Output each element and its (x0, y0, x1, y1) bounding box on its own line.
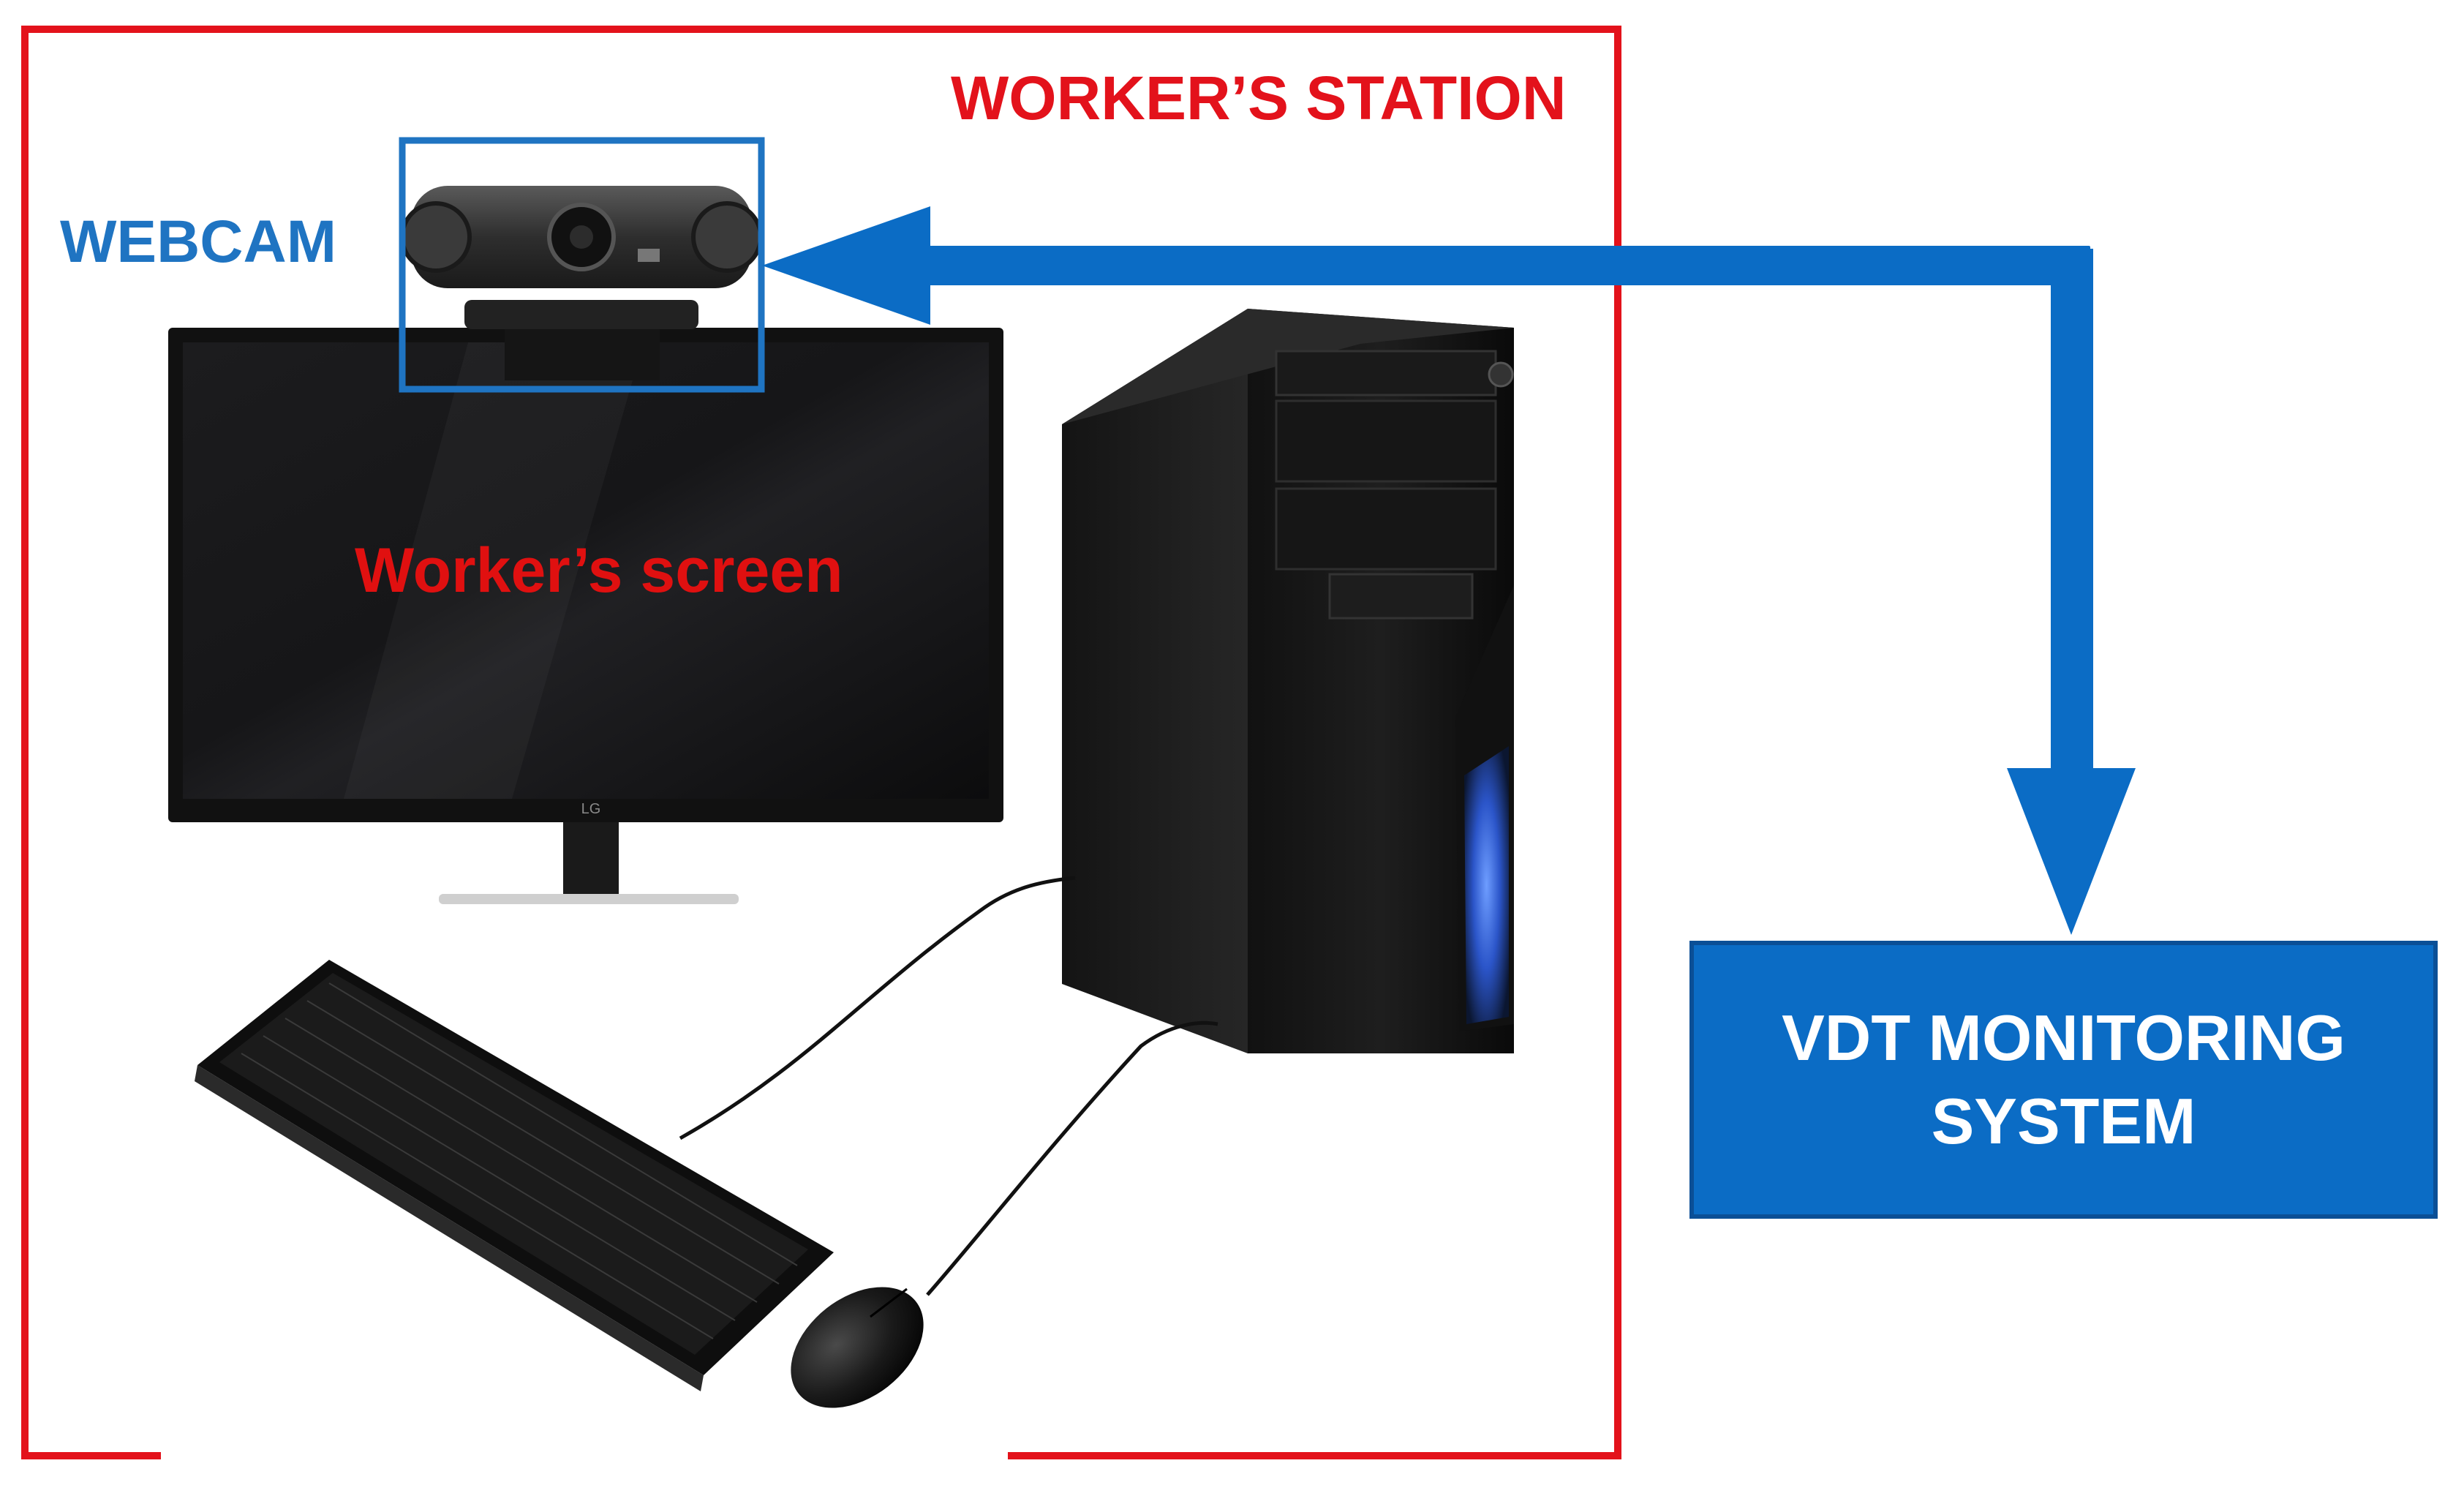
cables (679, 876, 1218, 1296)
mouse-icon (791, 1287, 924, 1408)
arrowhead-to-webcam (762, 206, 930, 325)
keyboard-icon (195, 960, 834, 1391)
svg-text:LG: LG (581, 801, 601, 817)
worker-station-label: WORKER’S STATION (951, 64, 1567, 132)
vdt-monitoring-system-label-line2: SYSTEM (1931, 1085, 2196, 1157)
webcam-highlight-box (399, 137, 765, 393)
monitor-icon: LG (168, 328, 1003, 904)
arrowhead-to-monitoring-system (2007, 768, 2136, 935)
connection-arrow (762, 206, 2136, 935)
vdt-monitoring-system-box: VDT MONITORING SYSTEM (1689, 941, 2438, 1219)
webcam-label: WEBCAM (60, 208, 337, 275)
worker-station-border (21, 26, 1621, 1459)
vdt-monitoring-system-label-line1: VDT MONITORING (1782, 1001, 2346, 1074)
webcam-icon (400, 186, 763, 380)
worker-screen-label: Worker’s screen (355, 535, 843, 606)
pc-tower-icon (1062, 309, 1514, 1053)
